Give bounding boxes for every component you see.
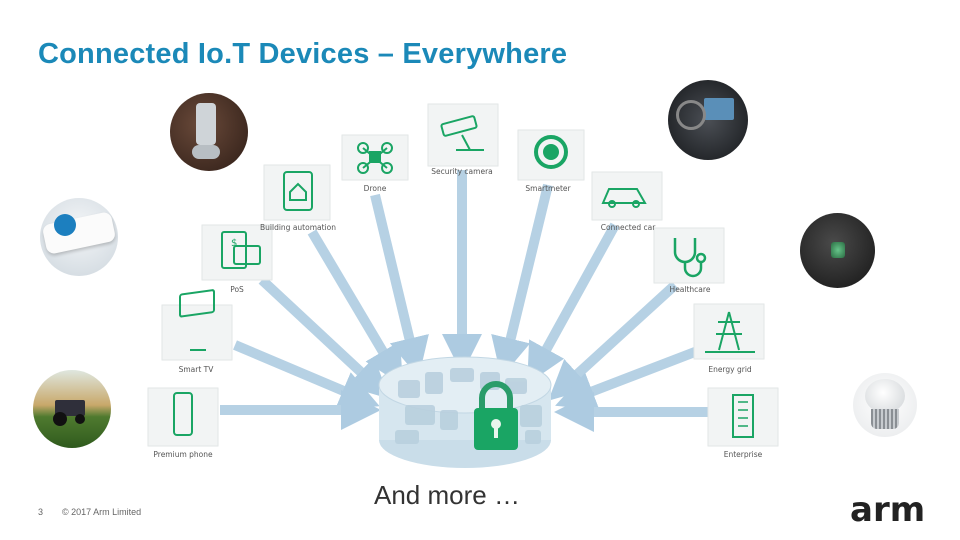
label-healthcare: Healthcare [669, 285, 711, 294]
photo-car-dashboard [668, 80, 748, 160]
tile-energy-grid [693, 303, 765, 360]
photo-sensor-tag [40, 198, 118, 276]
label-security-camera: Security camera [431, 167, 493, 176]
label-smart-tv: Smart TV [178, 365, 214, 374]
slide-title: Connected Io.T Devices – Everywhere [38, 38, 568, 70]
label-building-automation: Building automation [260, 223, 336, 232]
tile-premium-phone [147, 387, 219, 447]
svg-text:$: $ [231, 238, 237, 249]
label-smartmeter: Smartmeter [525, 184, 571, 193]
tile-healthcare [653, 227, 725, 284]
label-drone: Drone [363, 184, 387, 193]
central-hub [378, 356, 552, 468]
arrow-pos [258, 276, 390, 399]
photo-tractor-field [33, 370, 111, 448]
tile-enterprise [707, 387, 779, 447]
tile-building-automation [263, 164, 331, 221]
and-more-text: And more … [374, 480, 520, 510]
label-connected-car: Connected car [600, 223, 656, 232]
tile-pos: $ [201, 224, 273, 281]
tile-connected-car [591, 171, 663, 221]
label-premium-phone: Premium phone [153, 450, 213, 459]
tile-security-camera [427, 103, 499, 167]
page-number: 3 [38, 507, 44, 517]
label-pos: PoS [230, 285, 244, 294]
photo-smart-lock [170, 93, 248, 171]
arrow-building [307, 229, 404, 386]
arrow-smartmeter [491, 183, 553, 378]
photo-smart-bulb [853, 373, 917, 437]
tile-smart-tv [161, 289, 233, 361]
copyright: © 2017 Arm Limited [62, 507, 142, 517]
arm-logo: arm [850, 490, 926, 530]
arrow-healthcare [548, 281, 679, 401]
label-energy-grid: Energy grid [708, 365, 752, 374]
label-enterprise: Enterprise [723, 450, 763, 459]
lock-icon [474, 381, 518, 450]
arrow-group [220, 170, 710, 432]
tile-smartmeter [517, 129, 585, 181]
tile-drone [341, 134, 409, 181]
photo-smart-hub [800, 213, 875, 288]
arrow-car [527, 222, 620, 385]
arrow-energy [555, 345, 702, 411]
arrow-drone [370, 193, 429, 378]
